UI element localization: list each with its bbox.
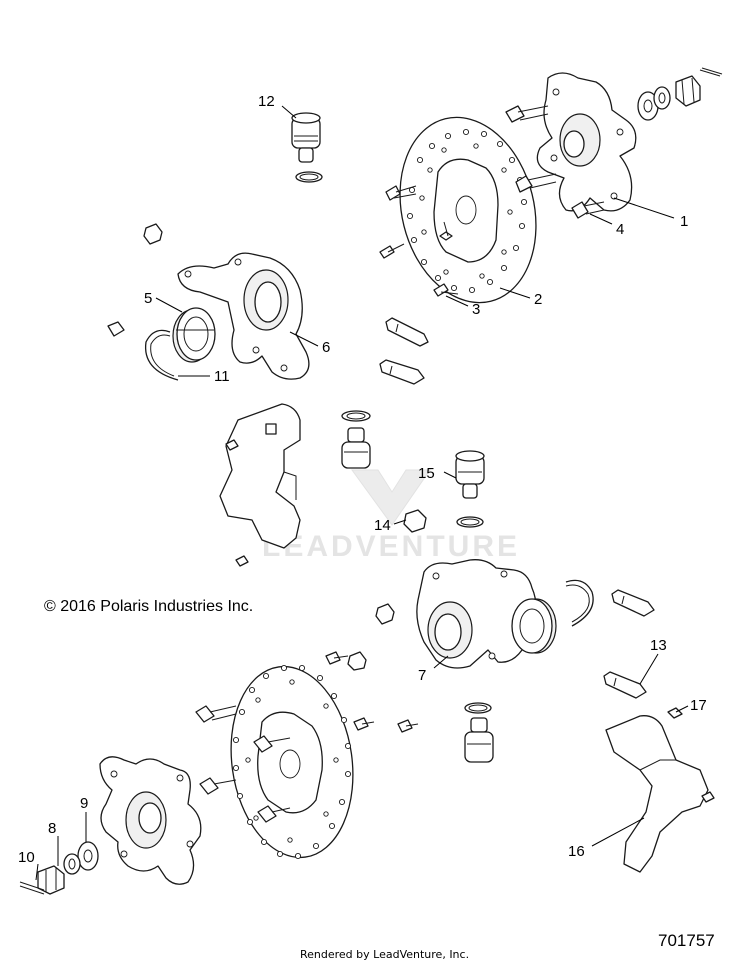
lower-hub-stud-2[interactable] bbox=[253, 735, 291, 753]
part-10-cotter-pin[interactable] bbox=[19, 881, 45, 895]
knuckle-nut-upper[interactable] bbox=[143, 223, 163, 245]
ball-joint-middle-ring[interactable] bbox=[341, 410, 371, 422]
callout-9[interactable]: 9 bbox=[80, 795, 88, 812]
part-12-snap-ring[interactable] bbox=[295, 171, 323, 183]
ball-joint-lower-ring[interactable] bbox=[464, 702, 492, 714]
part-11-snap-ring[interactable] bbox=[144, 329, 179, 381]
part-8-castle-nut[interactable] bbox=[37, 865, 65, 895]
brake-disc-lower[interactable] bbox=[219, 659, 365, 866]
callout-5[interactable]: 5 bbox=[144, 290, 152, 307]
bracket-screw-lower[interactable] bbox=[235, 555, 249, 567]
callout-1[interactable]: 1 bbox=[680, 213, 688, 230]
part-14-nut[interactable] bbox=[403, 509, 427, 533]
callout-17[interactable]: 17 bbox=[690, 697, 707, 714]
part-1-hub[interactable] bbox=[536, 72, 637, 212]
part-6-knuckle[interactable] bbox=[177, 252, 310, 380]
callout-7[interactable]: 7 bbox=[418, 667, 426, 684]
lower-disc-screw-top[interactable] bbox=[325, 651, 349, 665]
lower-spacer[interactable] bbox=[63, 853, 81, 875]
hub-stud-mid[interactable] bbox=[515, 173, 557, 193]
lower-hub-stud-4[interactable] bbox=[257, 805, 291, 823]
hub-castle-nut-upper[interactable] bbox=[675, 75, 701, 107]
hub-spacer-upper[interactable] bbox=[653, 86, 671, 110]
callout-8[interactable]: 8 bbox=[48, 820, 56, 837]
part-5-bearing[interactable] bbox=[172, 307, 216, 363]
disc-holes bbox=[406, 128, 528, 294]
callout-13[interactable]: 13 bbox=[650, 637, 667, 654]
copyright-text: © 2016 Polaris Industries Inc. bbox=[44, 598, 253, 615]
callout-4[interactable]: 4 bbox=[616, 221, 624, 238]
bearing-lower[interactable] bbox=[511, 598, 557, 654]
part-2-brake-disc[interactable] bbox=[381, 103, 555, 317]
callout-10[interactable]: 10 bbox=[18, 849, 35, 866]
part-12-ball-joint[interactable] bbox=[291, 112, 321, 163]
callout-15[interactable]: 15 bbox=[418, 465, 435, 482]
part-4-stud[interactable] bbox=[571, 201, 605, 219]
knuckle-screw-upper[interactable] bbox=[107, 321, 125, 337]
bracket-screw-right[interactable] bbox=[701, 791, 715, 803]
cotter-pin-upper[interactable] bbox=[699, 67, 723, 77]
lower-hub-stud-1[interactable] bbox=[195, 705, 237, 723]
part-7-knuckle[interactable] bbox=[416, 559, 537, 669]
part-13-bolt[interactable] bbox=[603, 671, 647, 699]
disc-screw[interactable] bbox=[379, 243, 405, 259]
lower-hub[interactable] bbox=[99, 756, 202, 885]
ball-joint-middle[interactable] bbox=[341, 427, 371, 469]
callout-6[interactable]: 6 bbox=[322, 339, 330, 356]
lower-disc-screw-right[interactable] bbox=[353, 717, 375, 731]
diagram-number: 701757 bbox=[658, 931, 715, 950]
lower-disc-holes bbox=[232, 664, 352, 860]
callouts: 12 1 4 2 3 5 6 11 15 14 7 13 17 16 8 9 1… bbox=[18, 93, 707, 866]
footer-credit: Rendered by LeadVenture, Inc. bbox=[300, 948, 469, 961]
ball-joint-lower[interactable] bbox=[464, 717, 494, 763]
callout-12[interactable]: 12 bbox=[258, 93, 275, 110]
caliper-bolt-right-upper[interactable] bbox=[611, 589, 655, 617]
callout-2[interactable]: 2 bbox=[534, 291, 542, 308]
hub-washer-upper[interactable] bbox=[637, 91, 659, 121]
knuckle-nut-lower[interactable] bbox=[375, 603, 395, 625]
caliper-bolt-upper[interactable] bbox=[385, 317, 429, 347]
part-3-screw[interactable] bbox=[433, 283, 459, 297]
disc-stud-lower[interactable] bbox=[439, 221, 453, 241]
callout-16[interactable]: 16 bbox=[568, 843, 585, 860]
caliper-bolt-lower[interactable] bbox=[379, 359, 425, 385]
part-16-caliper-bracket[interactable] bbox=[605, 715, 709, 873]
caliper-bracket-upper[interactable] bbox=[219, 403, 301, 549]
callout-11[interactable]: 11 bbox=[214, 368, 230, 385]
callout-3[interactable]: 3 bbox=[472, 301, 480, 318]
part-15-snap-ring[interactable] bbox=[456, 516, 484, 528]
snap-ring-lower[interactable] bbox=[565, 579, 594, 627]
lower-hub-stud-3[interactable] bbox=[199, 777, 237, 795]
bracket-screw-upper[interactable] bbox=[225, 439, 239, 451]
leader-lines bbox=[35, 105, 689, 881]
watermark-text: LEADVENTURE bbox=[262, 530, 520, 563]
lower-disc-nut[interactable] bbox=[347, 651, 367, 671]
lower-disc-screw-mid[interactable] bbox=[397, 719, 419, 733]
part-9-washer[interactable] bbox=[77, 841, 99, 871]
part-15-ball-joint[interactable] bbox=[455, 450, 485, 499]
disc-stud[interactable] bbox=[385, 185, 417, 201]
watermark: LEADVENTURE bbox=[262, 469, 520, 563]
callout-14[interactable]: 14 bbox=[374, 517, 391, 534]
hub-stud-top[interactable] bbox=[505, 105, 549, 123]
